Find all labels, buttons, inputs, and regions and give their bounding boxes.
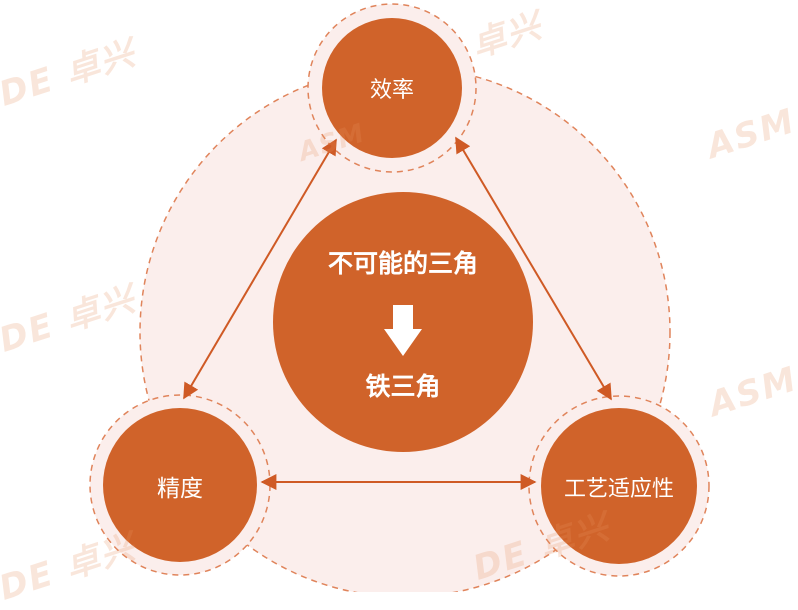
node-left-label: 精度 — [157, 476, 203, 502]
node-top-circle — [322, 18, 462, 158]
center-title: 不可能的三角 — [327, 249, 479, 278]
node-left-circle — [103, 408, 257, 562]
node-top-label: 效率 — [369, 78, 415, 103]
down-arrow-icon — [384, 305, 422, 356]
arrow-top-right — [455, 136, 612, 401]
arrow-top-left — [183, 138, 337, 400]
node-right-label: 工艺适应性 — [563, 477, 675, 502]
node-right-circle — [541, 408, 697, 564]
center-subtitle: 铁三角 — [365, 372, 441, 401]
diagram-canvas — [89, 3, 710, 592]
